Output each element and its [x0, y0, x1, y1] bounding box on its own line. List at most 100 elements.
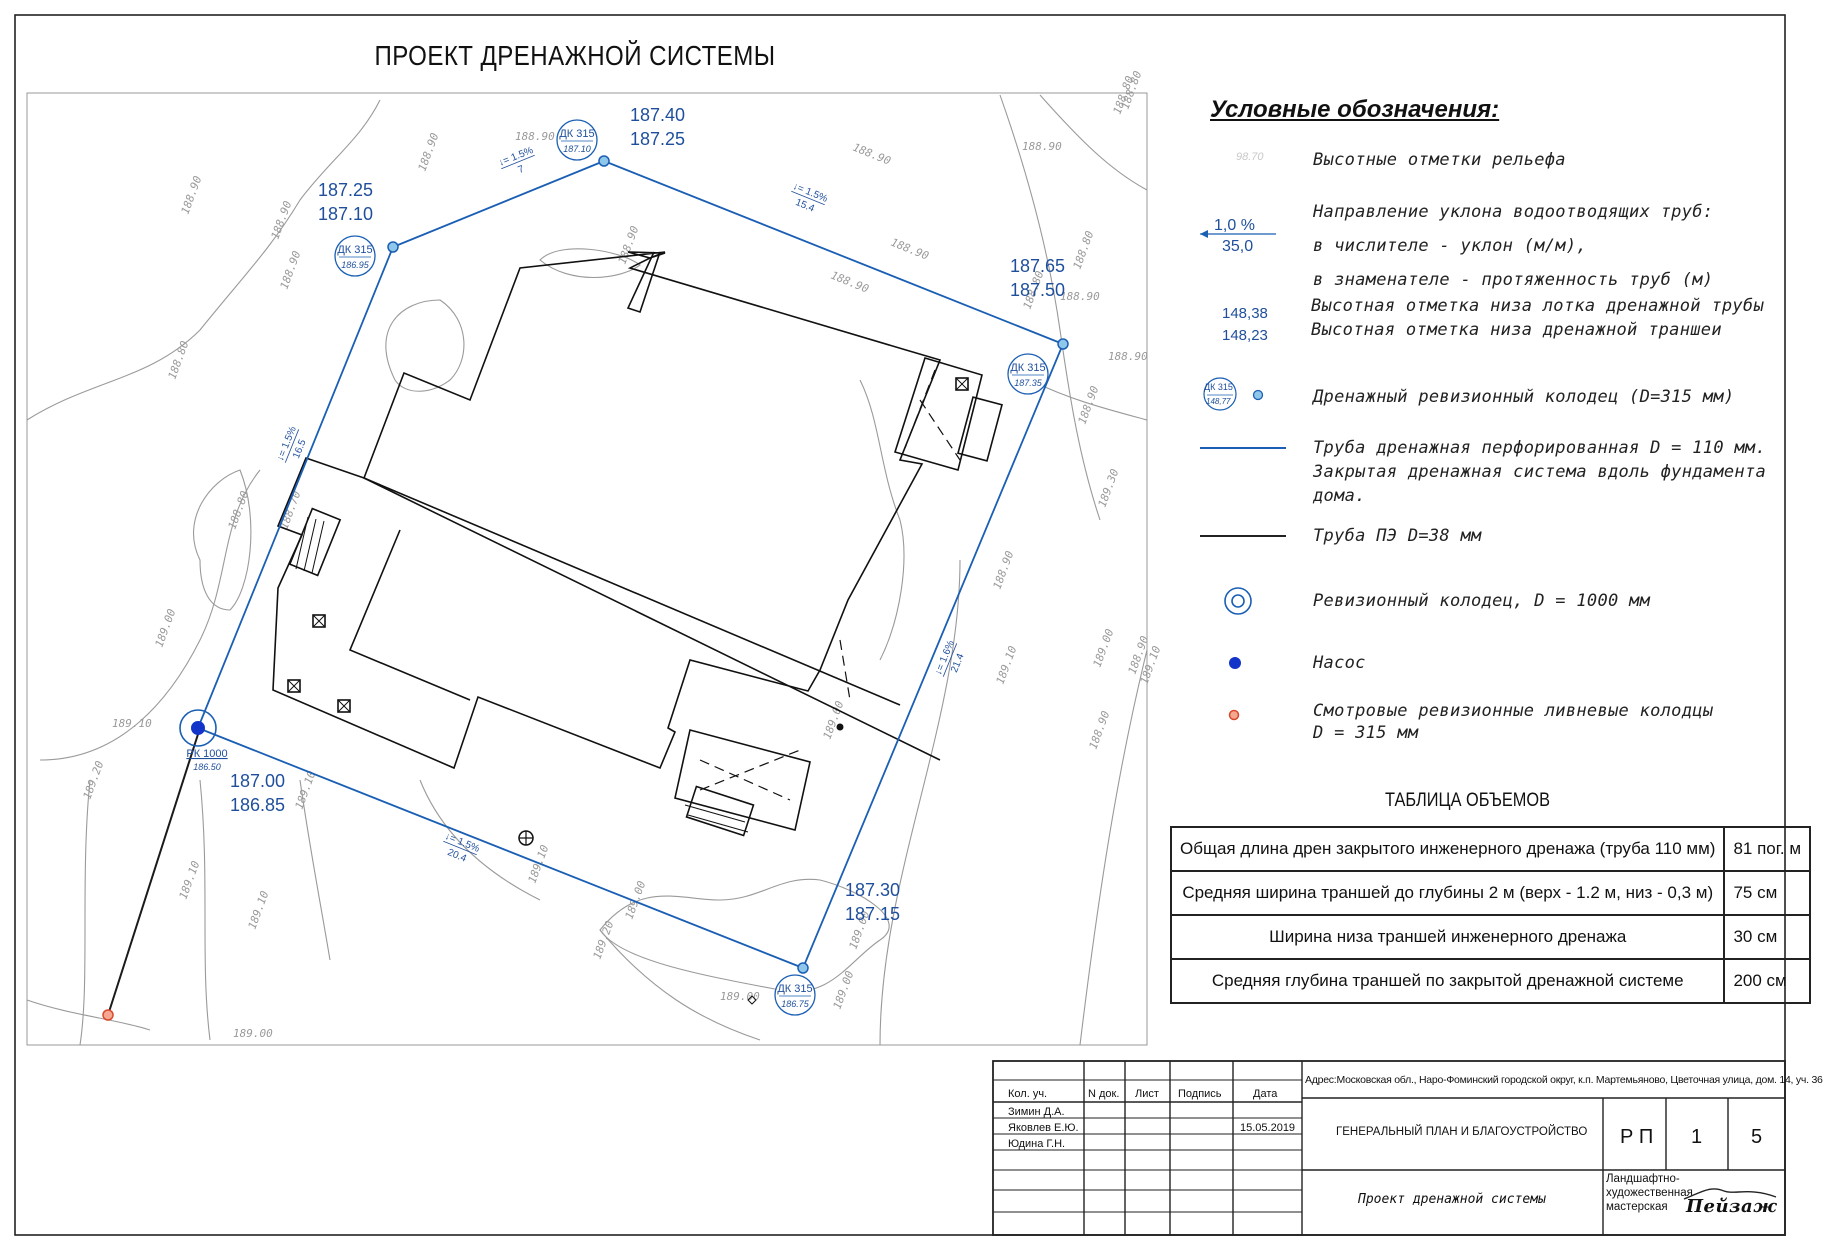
relief-mark: 188.90: [991, 549, 1017, 591]
relief-mark: 189.00: [831, 969, 857, 1011]
legend-text-well: Дренажный ревизионный колодец (D=315 мм): [1313, 387, 1735, 407]
drain-well-3: [1057, 338, 1069, 350]
relief-mark: 189.00: [1091, 627, 1117, 669]
legend-symbols: [1200, 230, 1286, 721]
trench-bottom-elevation: 187.25: [630, 129, 685, 149]
legend-text-revision-well: Ревизионный колодец, D = 1000 мм: [1313, 591, 1651, 611]
volume-value: 30 см: [1723, 914, 1812, 960]
stamp-address: Адрес:Московская обл., Наро-Фоминский го…: [1305, 1074, 1823, 1086]
volume-name: Общая длина дрен закрытого инженерного д…: [1169, 826, 1726, 872]
relief-mark: 189.30: [1096, 467, 1122, 509]
stamp-section: ГЕНЕРАЛЬНЫЙ ПЛАН И БЛАГОУСТРОЙСТВО: [1336, 1126, 1588, 1138]
volume-name: Средняя глубина траншей по закрытой дрен…: [1169, 958, 1726, 1004]
volume-value: 200 см: [1723, 958, 1812, 1004]
relief-mark: 189.00: [233, 1027, 273, 1040]
volume-row: Общая длина дрен закрытого инженерного д…: [1169, 826, 1812, 872]
relief-mark: 188.90: [829, 269, 871, 296]
relief-mark: 188.80: [166, 339, 192, 381]
relief-marks: 188.90 188.90 188.90 188.90 188.90 188.90 188.…: [81, 69, 1164, 1040]
stamp-date: 15.05.2019: [1240, 1122, 1296, 1134]
well-label: РК 1000 186.50 187.00 186.85: [186, 748, 285, 815]
well-code: РК 1000: [186, 748, 227, 760]
volume-value: 81 пог. м: [1723, 826, 1812, 872]
trench-bottom-elevation: 187.10: [318, 204, 373, 224]
plan-frame: [26, 92, 1148, 1046]
relief-mark: 189.10: [177, 859, 203, 901]
relief-mark: 188.90: [851, 141, 893, 168]
relief-mark: 188.90: [416, 131, 442, 173]
relief-mark: 188.90: [1060, 290, 1100, 303]
stamp-person-1: Зимин Д.А.: [1008, 1106, 1065, 1118]
drain-well-4: [797, 962, 809, 974]
trench-top-elevation: 187.40: [630, 105, 685, 125]
legend-sample-slope-top: 1,0 %: [1214, 217, 1255, 234]
drain-pipes: [197, 160, 1064, 969]
legend-text-storm-well: Смотровые ревизионные ливневые колодцы D…: [1313, 701, 1714, 743]
legend-sample-well-top: ДК 315: [1204, 382, 1233, 392]
legend-sample-slope-bottom: 35,0: [1222, 238, 1254, 255]
well-code: ДК 315: [337, 244, 372, 256]
relief-mark: 188.90: [1108, 350, 1148, 363]
trench-bottom-elevation: 186.85: [230, 795, 285, 815]
well-bottom-elevation: 187.35: [1014, 378, 1043, 388]
title-block-grid: [992, 1060, 1786, 1236]
legend-sample-elev-bottom: 148,23: [1222, 327, 1268, 344]
relief-mark: 189.10: [112, 717, 152, 730]
stamp-stage: Р П: [1620, 1126, 1654, 1148]
relief-mark: 188.90: [269, 199, 295, 241]
pe-pipe: [107, 727, 201, 1016]
relief-mark: 189.10: [994, 644, 1020, 686]
pipe-slope-label: ↓= 1.5%20.4: [443, 831, 481, 865]
stamp-person-2: Яковлев Е.Ю.: [1008, 1122, 1079, 1134]
volumes-table: Общая длина дрен закрытого инженерного д…: [1169, 826, 1812, 1004]
trench-bottom-elevation: 187.15: [845, 904, 900, 924]
legend-text-relief: Высотные отметки рельефа: [1313, 150, 1566, 170]
house: [272, 251, 1003, 837]
sheet-frame: [14, 14, 1786, 1236]
well-label: ДК 315 186.75 187.30 187.15: [774, 880, 900, 1016]
legend-text-pump: Насос: [1313, 653, 1366, 673]
relief-mark: 189.20: [591, 919, 617, 961]
relief-mark: 188.80: [226, 489, 252, 531]
trench-top-elevation: 187.25: [318, 180, 373, 200]
revision-well-1000: [179, 709, 217, 747]
volume-row: Средняя ширина траншей до глубины 2 м (в…: [1169, 870, 1812, 916]
well-code: ДК 315: [777, 983, 812, 995]
relief-mark: 188.90: [1076, 384, 1102, 426]
well-bottom-elevation: 186.50: [193, 762, 221, 772]
point-marker: [747, 995, 757, 1005]
volume-row: Средняя глубина траншей по закрытой дрен…: [1169, 958, 1812, 1004]
logo-mark: [1683, 1188, 1777, 1200]
relief-mark: 188.90: [179, 174, 205, 216]
stamp-header-signature: Подпись: [1178, 1088, 1222, 1100]
stamp-sheet-total: 5: [1751, 1126, 1763, 1148]
legend-text-slope: Направление уклона водоотводящих труб: в…: [1313, 202, 1714, 290]
legend-heading: Условные обозначения:: [1210, 96, 1500, 123]
legend-sample-elev-top: 148,38: [1222, 305, 1268, 322]
well-symbols: [102, 155, 1069, 1021]
trench-top-elevation: 187.65: [1010, 256, 1065, 276]
point-marker: [836, 723, 844, 731]
legend-text-pe-pipe: Труба ПЭ D=38 мм: [1313, 526, 1482, 546]
org-logo: Пейзаж: [1686, 1196, 1778, 1217]
stamp-header-count: Кол. уч.: [1008, 1088, 1048, 1100]
trench-top-elevation: 187.00: [230, 771, 285, 791]
well-code: ДК 315: [1010, 362, 1045, 374]
relief-mark: 189.00: [720, 990, 760, 1003]
legend-sample-well-bottom: 148,77: [1206, 397, 1231, 406]
relief-contours: [26, 94, 1148, 1046]
trench-top-elevation: 187.30: [845, 880, 900, 900]
relief-mark: 188.80: [1071, 229, 1097, 271]
storm-inspection-well: [102, 1009, 114, 1021]
well-bottom-elevation: 186.75: [781, 999, 810, 1009]
legend-text-elev: Высотная отметка низа лотка дренажной тр…: [1311, 296, 1764, 340]
relief-mark: 189.20: [81, 759, 107, 801]
volume-name: Ширина низа траншей инженерного дренажа: [1169, 914, 1726, 960]
well-bottom-elevation: 187.10: [563, 144, 591, 154]
relief-mark: 188.90: [1087, 709, 1113, 751]
relief-mark: 188.90: [1022, 140, 1062, 153]
